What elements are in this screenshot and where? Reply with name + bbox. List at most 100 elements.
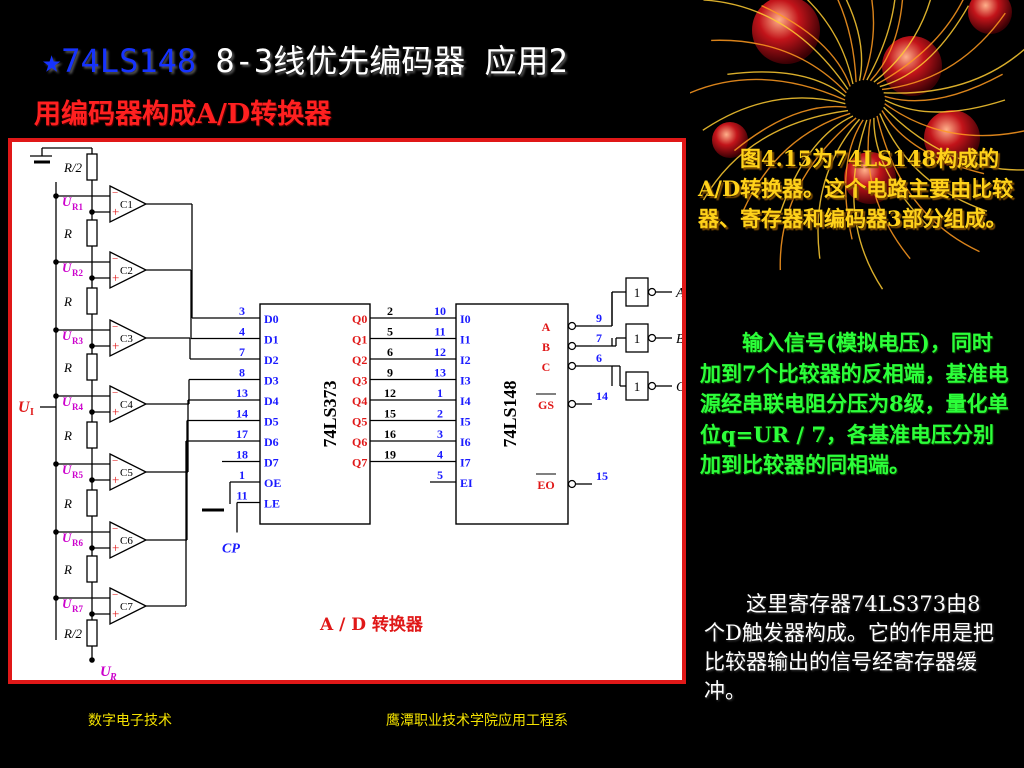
inversion-bubble bbox=[567, 361, 577, 371]
firework-ray bbox=[867, 119, 911, 260]
encoder-input-label: I5 bbox=[460, 415, 471, 429]
firework-ray bbox=[727, 71, 846, 97]
comparator-minus: − bbox=[112, 589, 118, 601]
input-label: U bbox=[18, 399, 31, 416]
firework-ray bbox=[866, 0, 896, 81]
comparator-minus: − bbox=[112, 321, 118, 333]
comparator-label: C6 bbox=[120, 535, 133, 547]
firework-ball-3 bbox=[844, 152, 896, 204]
junction-dot bbox=[53, 595, 59, 601]
register-output-pin: 19 bbox=[384, 448, 396, 462]
comparator-minus: − bbox=[112, 523, 118, 535]
inverter-bubble bbox=[647, 287, 657, 297]
ur-label: U bbox=[62, 530, 72, 545]
register-input-pin: 8 bbox=[239, 366, 245, 380]
firework-ray bbox=[879, 5, 970, 88]
firework-ray bbox=[862, 0, 875, 81]
resistor-label: R bbox=[63, 428, 72, 443]
output-label: B bbox=[676, 332, 682, 347]
register-name: 74LS373 bbox=[320, 380, 340, 447]
register-output-label: Q6 bbox=[352, 435, 367, 449]
output-label: C bbox=[676, 380, 682, 395]
register-output-label: Q0 bbox=[352, 312, 367, 326]
register-input-label: D5 bbox=[264, 415, 279, 429]
firework-ray bbox=[711, 39, 847, 94]
comparator-2 bbox=[109, 250, 148, 290]
encoder-name: 74LS148 bbox=[500, 380, 520, 447]
firework-ray bbox=[876, 0, 964, 85]
register-input-pin: 14 bbox=[236, 407, 248, 421]
encoder-input-label: I6 bbox=[460, 435, 471, 449]
encoder-input-pin: 10 bbox=[434, 304, 446, 318]
register-output-pin: 2 bbox=[387, 304, 393, 318]
encoder-output-label: C bbox=[542, 360, 551, 374]
ur-label: U bbox=[62, 596, 72, 611]
comparator-plus: + bbox=[112, 338, 119, 353]
firework-ball-4 bbox=[968, 0, 1012, 34]
ur-label-sub: R4 bbox=[72, 402, 83, 412]
encoder-input-pin: 2 bbox=[437, 407, 443, 421]
ur-label-sub: R2 bbox=[72, 268, 83, 278]
ur-label: U bbox=[62, 394, 72, 409]
junction-dot bbox=[89, 477, 95, 483]
junction-dot bbox=[53, 327, 59, 333]
resistor bbox=[86, 353, 98, 381]
junction-dot bbox=[53, 259, 59, 265]
footer-course: 数字电子技术 bbox=[88, 713, 172, 729]
junction-dot bbox=[89, 409, 95, 415]
register-input-label: D3 bbox=[264, 374, 279, 388]
firework-ray bbox=[869, 0, 904, 82]
encoder-input-label: I4 bbox=[460, 394, 471, 408]
register-output-label: Q5 bbox=[352, 415, 367, 429]
firework-ray bbox=[876, 115, 980, 253]
resistor-label: R bbox=[63, 360, 72, 375]
ur-label: U bbox=[62, 194, 72, 209]
junction-dot bbox=[89, 209, 95, 215]
register-output-pin: 16 bbox=[384, 427, 396, 441]
encoder-output-pin: 9 bbox=[596, 311, 602, 325]
firework-ray bbox=[742, 112, 851, 212]
title-rest: 8-3线优先编码器 应用2 bbox=[196, 42, 568, 80]
comparator-minus: − bbox=[112, 387, 118, 399]
inverter-label: 1 bbox=[634, 285, 641, 300]
comparator-label: C5 bbox=[120, 467, 133, 479]
inversion-bubble bbox=[567, 341, 577, 351]
encoder-input-pin: 12 bbox=[434, 345, 446, 359]
comparator-5 bbox=[109, 452, 148, 492]
input-signal-paragraph: 输入信号(模拟电压)，同时加到7个比较器的反相端，基准电源经串联电阻分压为8级，… bbox=[700, 330, 1009, 477]
encoder-output-pin: 14 bbox=[596, 389, 608, 403]
encoder-input-pin: 4 bbox=[437, 448, 443, 462]
firework-ray bbox=[845, 119, 864, 240]
inversion-bubble bbox=[567, 321, 577, 331]
register-input-pin: 3 bbox=[239, 304, 245, 318]
register-output-label: Q1 bbox=[352, 333, 367, 347]
firework-ray bbox=[702, 109, 849, 201]
ur-label-sub: R7 bbox=[72, 604, 83, 614]
resistor-label: R bbox=[63, 294, 72, 309]
register-74LS373 bbox=[259, 303, 371, 525]
comparator-label: C7 bbox=[120, 601, 133, 613]
register-input-label: D0 bbox=[264, 312, 279, 326]
register-input-pin: 18 bbox=[236, 448, 248, 462]
firework-ray bbox=[881, 110, 985, 175]
register-input-pin: 1 bbox=[239, 468, 245, 482]
footer-department: 鹰潭职业技术学院应用工程系 bbox=[386, 713, 568, 729]
register-input-pin: 17 bbox=[236, 427, 248, 441]
ur-label-sub: R3 bbox=[72, 336, 83, 346]
encoder-input-label: I1 bbox=[460, 333, 471, 347]
resistor bbox=[86, 619, 98, 647]
encoder-input-label: I7 bbox=[460, 456, 471, 470]
firework-ray bbox=[879, 113, 988, 212]
firework-ray bbox=[884, 99, 1006, 113]
resistor-label: R bbox=[63, 496, 72, 511]
encoder-input-pin: 1 bbox=[437, 386, 443, 400]
inverter-label: 1 bbox=[634, 379, 641, 394]
firework-ray bbox=[884, 103, 1024, 137]
input-sub: I bbox=[30, 407, 34, 418]
firework-ray bbox=[703, 0, 849, 90]
comparator-7 bbox=[109, 586, 148, 626]
encoder-input-pin: 3 bbox=[437, 427, 443, 441]
register-output-label: Q4 bbox=[352, 394, 367, 408]
resistor-label: R bbox=[63, 562, 72, 577]
